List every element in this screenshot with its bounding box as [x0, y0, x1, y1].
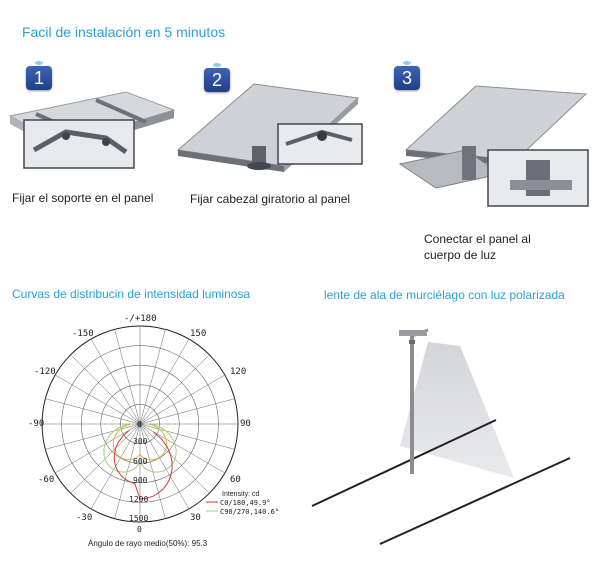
curve-c0 — [113, 429, 173, 500]
angle-label-180: -/+180 — [124, 314, 157, 324]
polar-spoke — [55, 423, 141, 474]
bat-wing-lens-illustration — [311, 328, 571, 545]
polar-section-title: Curvas de distribucin de intensidad lumi… — [12, 287, 251, 301]
polar-spoke — [139, 423, 190, 509]
angle-label-minus-60: -60 — [38, 475, 54, 485]
curve-c90 — [103, 423, 177, 473]
legend-c90: C90/270,140.6° — [220, 508, 279, 516]
polar-spoke — [139, 329, 166, 425]
step-3-caption-line-2: cuerpo de luz — [424, 248, 497, 262]
angle-label-120: 120 — [230, 367, 246, 377]
polar-spoke — [90, 339, 141, 425]
legend-title: Intensity: cd — [222, 491, 259, 498]
beam-angle-label: Ángulo de rayo medio(50%): 95.3 — [88, 539, 208, 548]
step-2-caption: Fijar cabezal giratorio al panel — [190, 192, 351, 206]
step-3-illustration — [398, 85, 589, 207]
polar-spoke — [55, 374, 141, 425]
step-3-badge: 3 — [394, 61, 420, 90]
polar-grid — [41, 325, 239, 523]
polar-spoke — [139, 423, 235, 450]
polar-spoke — [139, 354, 210, 425]
polar-spoke — [114, 329, 141, 425]
step-3-caption-line-1: Conectar el panel al — [424, 232, 531, 246]
angle-label-30: 30 — [190, 513, 201, 523]
angle-label-minus-150: -150 — [72, 329, 94, 339]
polar-spoke — [45, 423, 141, 450]
angle-label-minus-120: -120 — [34, 367, 56, 377]
step-1-badge: 1 — [26, 61, 52, 90]
radial-label-bottom-0: 0 — [137, 525, 142, 534]
polar-spoke — [139, 398, 235, 425]
polar-spoke — [139, 423, 225, 474]
radial-label-300: 300 — [133, 437, 148, 446]
angle-label-150: 150 — [190, 329, 206, 339]
step-1-illustration — [8, 91, 176, 169]
lens-section-title: lente de ala de murciélago con luz polar… — [324, 288, 565, 302]
radial-label-0: 0 — [137, 420, 142, 429]
polar-chart: -/+180 -150 150 -120 120 -90 90 -60 60 -… — [28, 314, 279, 548]
angle-label-60: 60 — [230, 475, 241, 485]
polar-spoke — [139, 374, 225, 425]
step-2-badge: 2 — [204, 63, 230, 92]
radial-label-600: 600 — [133, 457, 148, 466]
radial-label-1200: 1200 — [129, 495, 148, 504]
angle-label-90: 90 — [240, 419, 251, 429]
polar-curves — [103, 423, 177, 500]
radial-label-1500: 1500 — [129, 514, 148, 523]
page-title: Facil de instalación en 5 minutos — [22, 24, 226, 40]
polar-spoke — [45, 398, 141, 425]
polar-spoke — [70, 354, 141, 425]
legend-c0: C0/180,49.9° — [220, 499, 271, 507]
step-1-caption: Fijar el soporte en el panel — [12, 191, 154, 205]
angle-label-minus-30: -30 — [76, 513, 92, 523]
angle-label-minus-90: -90 — [28, 419, 44, 429]
step-2-illustration — [176, 83, 363, 172]
polar-spoke — [139, 339, 190, 425]
curve-extra — [112, 423, 168, 461]
radial-label-900: 900 — [133, 476, 148, 485]
